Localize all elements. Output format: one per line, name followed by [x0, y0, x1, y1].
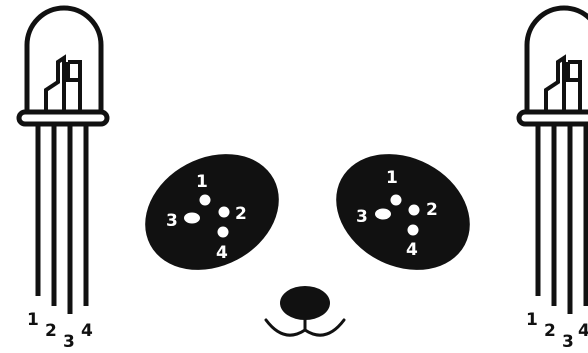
eye-right-patch [316, 131, 490, 292]
led-left-pin-label-2: 2 [45, 321, 57, 341]
panda-nose [280, 286, 330, 320]
led-right-pin-label-2: 2 [544, 321, 556, 341]
led-left-anvil [46, 58, 64, 112]
led-right-flange [519, 112, 588, 124]
led-right-pin-label-3: 3 [562, 332, 574, 352]
eye-left-hole-2 [219, 207, 230, 218]
eye-left-label-3: 3 [166, 211, 178, 231]
eye-right-hole-1 [391, 195, 402, 206]
led-left-flange [19, 112, 107, 124]
led-right-die [568, 62, 580, 112]
led-left-pin-label-4: 4 [81, 321, 93, 341]
eye-left-label-2: 2 [235, 204, 247, 224]
led-left-pin-label-1: 1 [27, 310, 39, 330]
eye-right-label-4: 4 [406, 240, 418, 260]
eye-left: 1 2 3 4 [125, 131, 299, 292]
eye-left-hole-1 [200, 195, 211, 206]
led-right-pin-label-1: 1 [526, 310, 538, 330]
eye-left-label-1: 1 [196, 172, 208, 192]
eye-left-label-4: 4 [216, 243, 228, 263]
led-left-die [68, 62, 80, 112]
eye-left-hole-3 [184, 213, 200, 224]
eye-right-hole-4 [408, 225, 419, 236]
eye-right: 1 2 3 4 [316, 131, 490, 292]
eye-left-hole-4 [218, 227, 229, 238]
eye-right-hole-3 [375, 209, 391, 220]
eye-right-label-3: 3 [356, 207, 368, 227]
eye-left-patch [125, 131, 299, 292]
eye-right-hole-2 [409, 205, 420, 216]
led-left: 1 2 3 4 [19, 8, 107, 352]
led-left-pin-label-3: 3 [63, 332, 75, 352]
led-right: 1 2 3 4 [519, 8, 588, 352]
eye-right-label-2: 2 [426, 200, 438, 220]
led-right-pin-label-4: 4 [578, 321, 588, 341]
eye-right-label-1: 1 [386, 168, 398, 188]
led-right-anvil [546, 58, 564, 112]
